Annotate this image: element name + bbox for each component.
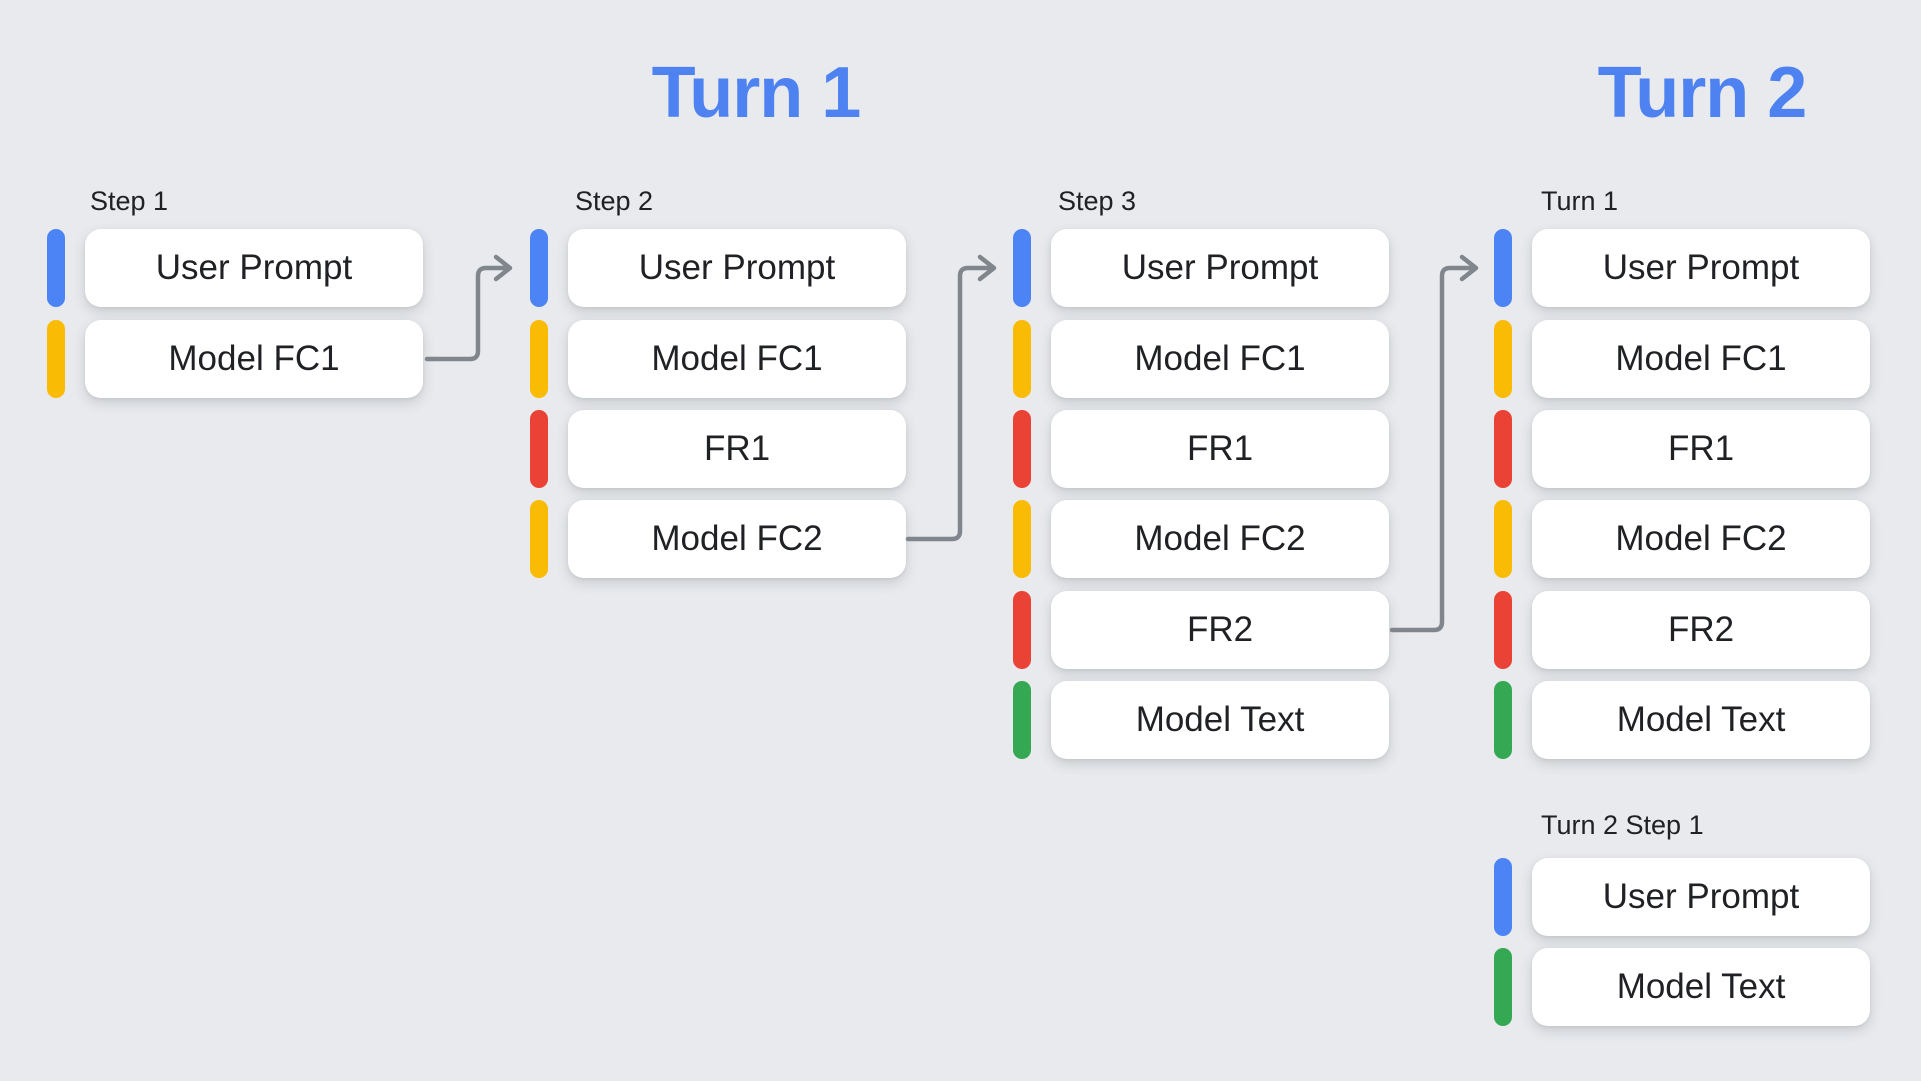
card-turn2-user-prompt: User Prompt [1494,858,1870,936]
card-label: User Prompt [155,248,353,287]
card-label: Model FC1 [651,339,823,378]
card-box: FR1 [568,410,906,488]
group-label-turn-1: Turn 1 [1541,186,1619,216]
group-label-step-2: Step 2 [575,186,654,216]
card-box: Model FC1 [1051,320,1389,398]
card-label: Model FC2 [1615,519,1787,558]
card-label: FR1 [703,429,771,468]
card-step3-user-prompt: User Prompt [1013,229,1389,307]
card-label: Model FC1 [1134,339,1306,378]
card-label: Model Text [1616,700,1786,739]
card-box: Model FC1 [1532,320,1870,398]
card-box: Model Text [1532,948,1870,1026]
card-turn1-model-text: Model Text [1494,681,1870,759]
function-response-color-bar [1013,410,1031,488]
model-text-color-bar [1013,681,1031,759]
card-label: FR2 [1667,610,1735,649]
card-box: User Prompt [85,229,423,307]
card-label: User Prompt [1602,248,1800,287]
user-prompt-color-bar [1013,229,1031,307]
card-label: Model Text [1616,967,1786,1006]
model-fc-color-bar [47,320,65,398]
connector-arrow-step1-to-step2 [424,254,513,362]
card-label: Model FC2 [651,519,823,558]
model-fc-color-bar [1494,500,1512,578]
card-label: Model Text [1135,700,1305,739]
user-prompt-color-bar [1494,229,1512,307]
function-response-color-bar [1494,410,1512,488]
function-response-color-bar [530,410,548,488]
card-label: FR2 [1186,610,1254,649]
card-box: FR2 [1051,591,1389,669]
card-box: Model FC1 [568,320,906,398]
card-turn1-fr1: FR1 [1494,410,1870,488]
model-text-color-bar [1494,681,1512,759]
card-step1-model-fc1: Model FC1 [47,320,423,398]
card-box: FR1 [1532,410,1870,488]
card-label: FR1 [1667,429,1735,468]
card-step2-user-prompt: User Prompt [530,229,906,307]
card-turn2-model-text: Model Text [1494,948,1870,1026]
card-label: User Prompt [1121,248,1319,287]
card-label: FR1 [1186,429,1254,468]
card-step3-fr2: FR2 [1013,591,1389,669]
function-response-color-bar [1013,591,1031,669]
card-box: Model FC1 [85,320,423,398]
card-box: FR2 [1532,591,1870,669]
model-fc-color-bar [1013,500,1031,578]
card-turn1-fr2: FR2 [1494,591,1870,669]
user-prompt-color-bar [47,229,65,307]
card-step3-fr1: FR1 [1013,410,1389,488]
group-label-step-3: Step 3 [1058,186,1137,216]
card-label: Model FC2 [1134,519,1306,558]
turn-1-heading: Turn 1 [651,53,862,133]
card-turn1-model-fc2: Model FC2 [1494,500,1870,578]
model-fc-color-bar [530,500,548,578]
connector-arrow-step2-to-step3 [905,254,997,542]
card-box: Model Text [1532,681,1870,759]
connector-arrow-step3-to-turn1 [1389,254,1479,633]
card-label: User Prompt [638,248,836,287]
turn-2-heading: Turn 2 [1597,53,1808,133]
group-label-turn-2-step-1: Turn 2 Step 1 [1541,810,1704,840]
card-step2-model-fc1: Model FC1 [530,320,906,398]
card-box: User Prompt [1051,229,1389,307]
card-label: User Prompt [1602,877,1800,916]
card-step3-model-text: Model Text [1013,681,1389,759]
model-fc-color-bar [1494,320,1512,398]
card-step1-user-prompt: User Prompt [47,229,423,307]
card-label: Model FC1 [1615,339,1787,378]
card-step2-model-fc2: Model FC2 [530,500,906,578]
card-box: Model FC2 [568,500,906,578]
model-text-color-bar [1494,948,1512,1026]
function-response-color-bar [1494,591,1512,669]
card-box: User Prompt [568,229,906,307]
card-box: Model FC2 [1051,500,1389,578]
card-box: Model Text [1051,681,1389,759]
card-step2-fr1: FR1 [530,410,906,488]
model-fc-color-bar [530,320,548,398]
card-box: FR1 [1051,410,1389,488]
card-step3-model-fc1: Model FC1 [1013,320,1389,398]
card-box: User Prompt [1532,229,1870,307]
card-label: Model FC1 [168,339,340,378]
user-prompt-color-bar [1494,858,1512,936]
card-turn1-user-prompt: User Prompt [1494,229,1870,307]
user-prompt-color-bar [530,229,548,307]
card-box: Model FC2 [1532,500,1870,578]
card-turn1-model-fc1: Model FC1 [1494,320,1870,398]
card-box: User Prompt [1532,858,1870,936]
card-step3-model-fc2: Model FC2 [1013,500,1389,578]
group-label-step-1: Step 1 [90,186,169,216]
model-fc-color-bar [1013,320,1031,398]
